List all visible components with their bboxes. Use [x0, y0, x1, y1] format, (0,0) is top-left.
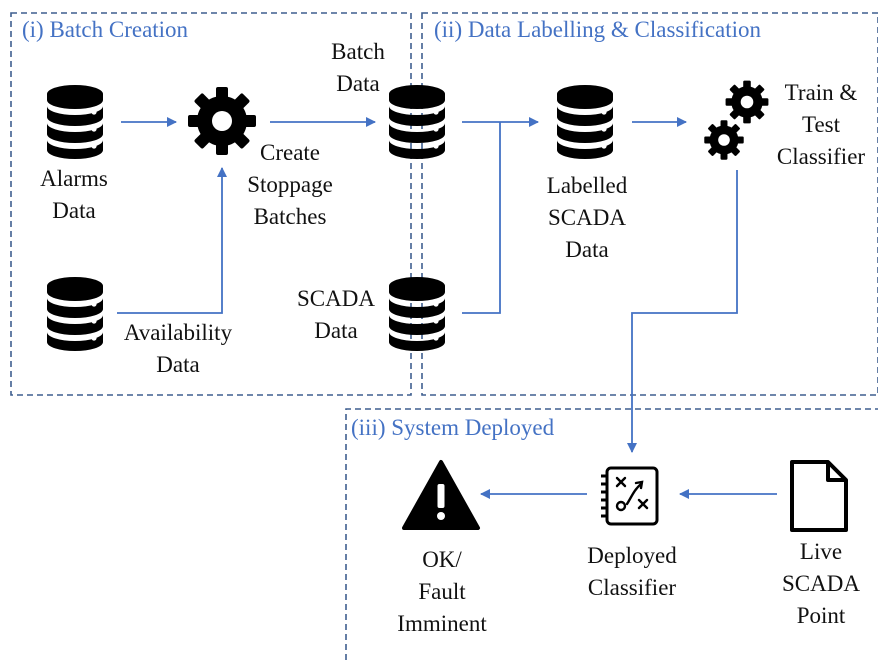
deployed-box	[345, 408, 878, 660]
batch-creation-box	[10, 12, 412, 396]
document-icon	[790, 460, 848, 532]
classifier-board-icon	[601, 466, 659, 526]
line-scada-merge	[462, 122, 501, 314]
train-test-gears-icon	[704, 80, 769, 160]
section-title-labelling: (ii) Data Labelling & Classification	[434, 17, 762, 42]
labelling-box	[421, 12, 878, 396]
arrow-availability-to-gear	[117, 167, 227, 314]
warning-icon	[402, 460, 480, 530]
arrow-train-to-deployed	[627, 170, 738, 453]
scada-database-icon	[389, 277, 445, 351]
section-boxes	[10, 12, 878, 660]
section-title-deployed: (iii) System Deployed	[351, 415, 555, 440]
section-title-batch-creation: (i) Batch Creation	[22, 17, 189, 42]
availability-database-icon	[47, 277, 103, 351]
labelled-database-icon	[557, 85, 613, 159]
connectors	[117, 117, 777, 499]
alarms-database-icon	[47, 85, 103, 159]
